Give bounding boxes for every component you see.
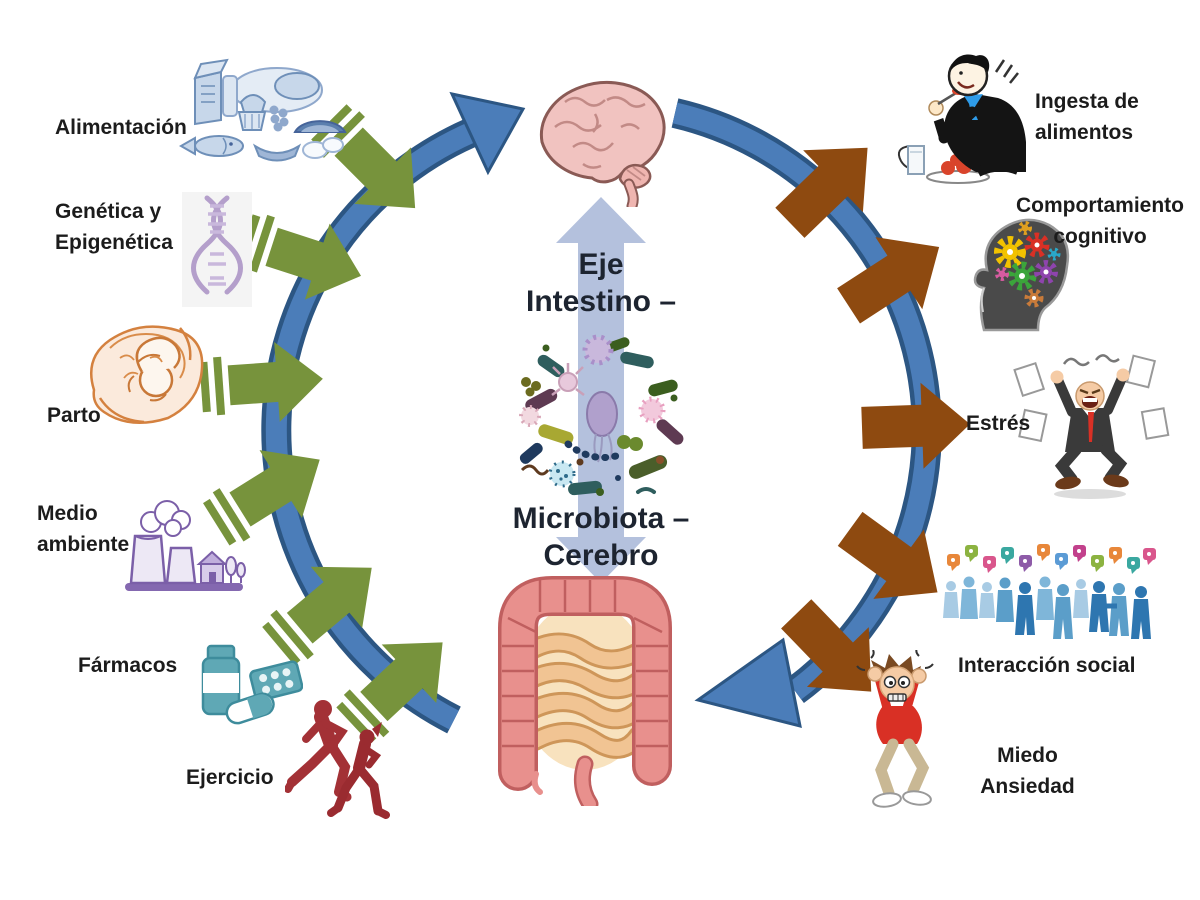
brain-image bbox=[539, 80, 666, 207]
label-alimentacion: Alimentación bbox=[55, 116, 187, 139]
factory-image bbox=[125, 500, 246, 591]
ring-arrowhead-to-brain bbox=[449, 91, 526, 176]
cognitive-head-image bbox=[973, 218, 1070, 332]
label-parto: Parto bbox=[47, 404, 101, 427]
fetus-image bbox=[90, 325, 204, 424]
eating-man-image bbox=[897, 54, 1026, 184]
food-image bbox=[178, 58, 347, 162]
scared-man-image bbox=[856, 650, 934, 808]
label-estres: Estrés bbox=[966, 412, 1031, 435]
crowd-image bbox=[943, 544, 1156, 639]
axis-label-top: Eje Intestino – bbox=[525, 248, 676, 318]
ring-arrowhead-to-gut bbox=[694, 637, 802, 729]
pills-image bbox=[201, 644, 303, 725]
label-ejercicio: Ejercicio bbox=[186, 766, 274, 789]
dna-image bbox=[182, 192, 252, 307]
label-farmacos: Fármacos bbox=[78, 654, 178, 677]
intestine-image bbox=[498, 576, 672, 806]
stressed-man-image bbox=[1013, 354, 1170, 499]
axis-label-bottom: Microbiota – Cerebro bbox=[512, 502, 690, 572]
runners-image bbox=[285, 700, 390, 819]
microbiota-image bbox=[519, 334, 684, 496]
label-interaccion-social: Interacción social bbox=[958, 654, 1136, 677]
